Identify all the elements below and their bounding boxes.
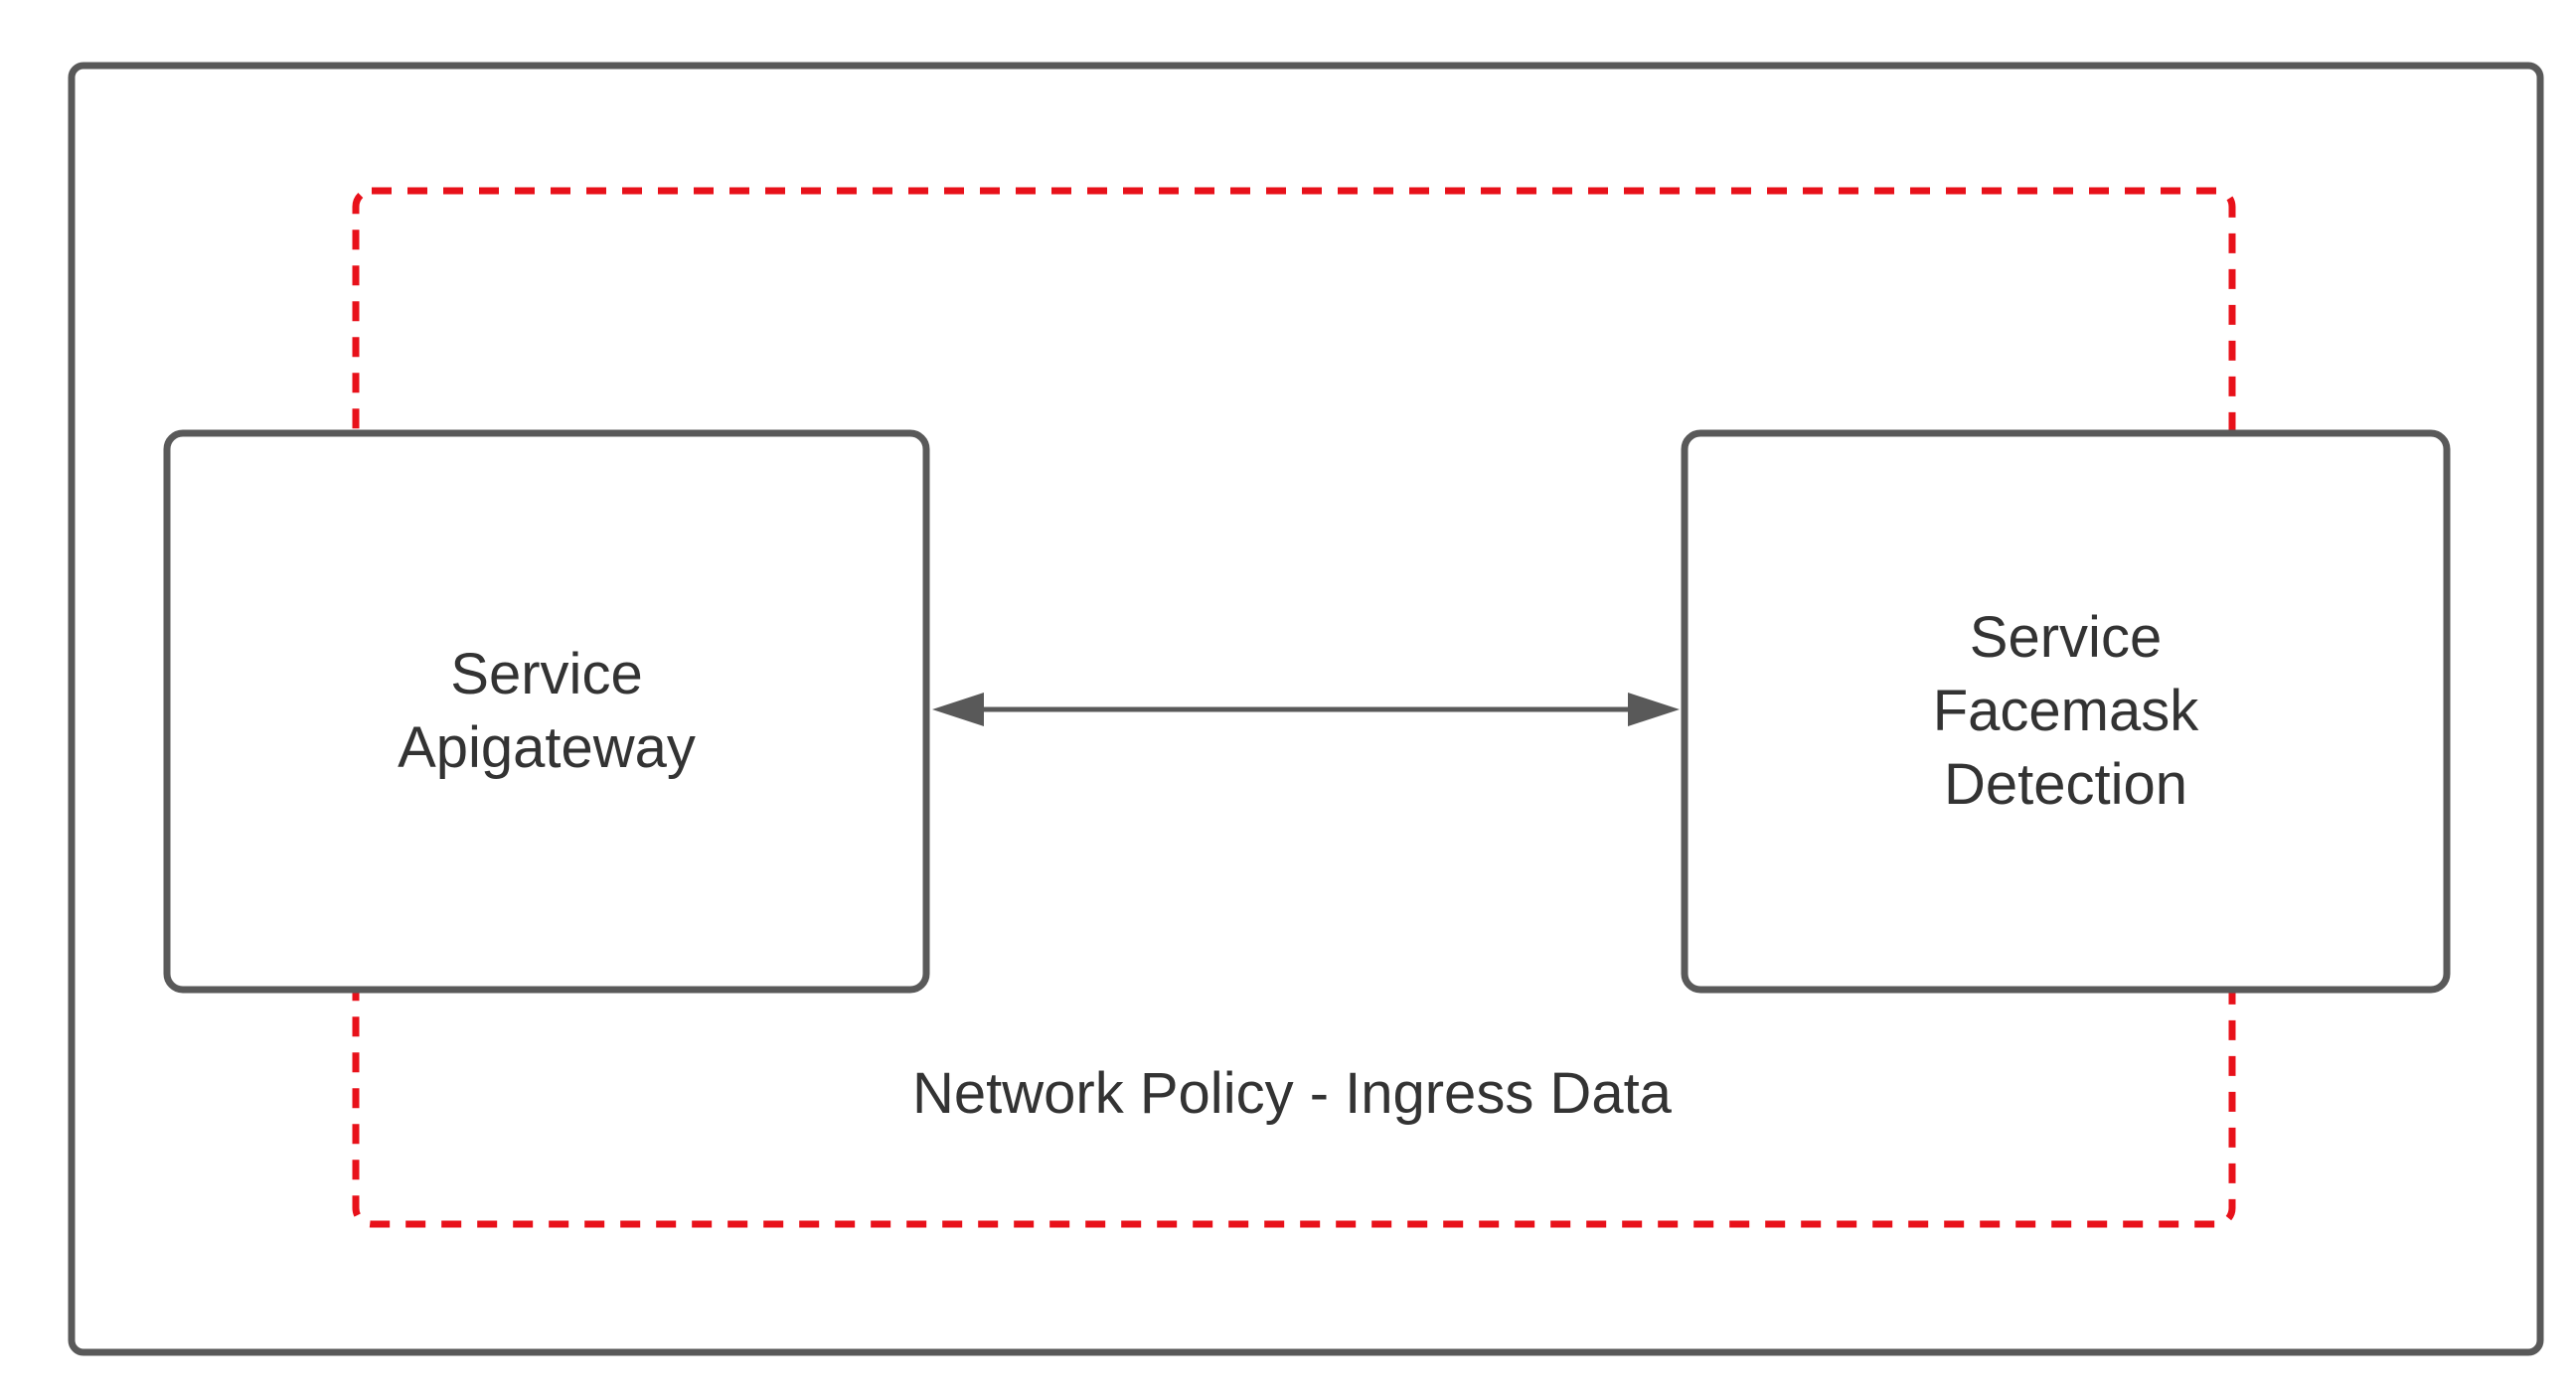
service-facemask-detection-label: Service Facemask Detection (1687, 435, 2445, 988)
service-apigateway-label: Service Apigateway (169, 435, 924, 988)
bidirectional-arrow (932, 693, 1680, 726)
service-facemask-detection-line1: Service (1969, 605, 2163, 670)
service-apigateway-box (163, 429, 930, 994)
service-apigateway-line1: Service (450, 642, 643, 706)
network-policy-label: Network Policy - Ingress Data (912, 1060, 1672, 1126)
service-facemask-detection-line2: Facemask (1932, 679, 2199, 743)
service-facemask-detection-line3: Detection (1943, 752, 2188, 817)
outer-container (68, 62, 2544, 1356)
arrowhead-right (1628, 693, 1680, 726)
service-facemask-detection-box (1681, 429, 2451, 994)
service-apigateway-line2: Apigateway (398, 715, 696, 780)
arrowhead-left (932, 693, 984, 726)
